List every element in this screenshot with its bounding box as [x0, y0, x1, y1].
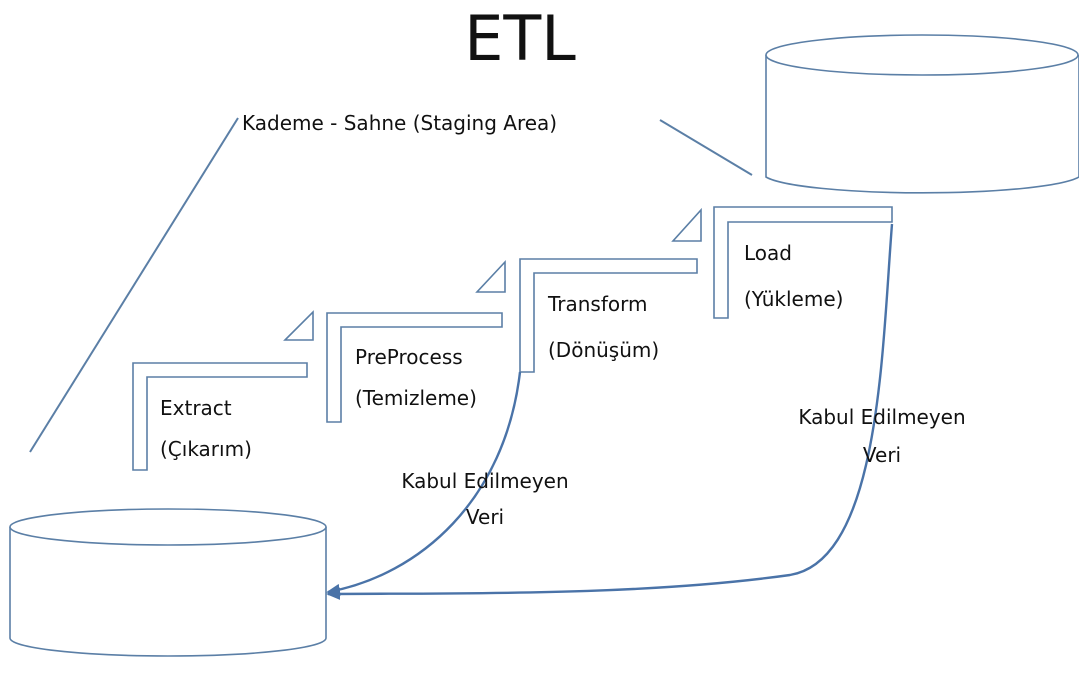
- source-database-icon: [9, 508, 327, 657]
- step-load-name: Load: [744, 241, 792, 265]
- step-transform: Transform (Dönüşüm): [519, 258, 698, 373]
- target-database-icon: [765, 34, 1079, 194]
- step-preprocess: PreProcess (Temizleme): [326, 312, 503, 423]
- rejected-flow-arrow-right: [326, 223, 894, 600]
- step-extract: Extract (Çıkarım): [132, 362, 308, 471]
- step-load: Load (Yükleme): [713, 206, 893, 319]
- step-extract-subtitle: (Çıkarım): [160, 437, 252, 461]
- step-transform-subtitle: (Dönüşüm): [548, 338, 659, 362]
- rejected-left-line2: Veri: [466, 505, 504, 529]
- rejected-flow-arrow-left: [326, 371, 522, 596]
- rejected-right-line1: Kabul Edilmeyen: [798, 405, 965, 429]
- step-extract-name: Extract: [160, 396, 232, 420]
- step-triangle-2-icon: [475, 259, 506, 293]
- step-preprocess-name: PreProcess: [355, 345, 463, 369]
- staging-left-line: [29, 117, 239, 453]
- page-title: ETL: [464, 2, 576, 75]
- step-load-subtitle: (Yükleme): [744, 287, 843, 311]
- rejected-left-line1: Kabul Edilmeyen: [401, 469, 568, 493]
- step-preprocess-subtitle: (Temizleme): [355, 386, 477, 410]
- step-triangle-3-icon: [671, 207, 702, 242]
- staging-area-label: Kademe - Sahne (Staging Area): [242, 111, 557, 135]
- rejected-right-line2: Veri: [863, 443, 901, 467]
- staging-right-line: [659, 119, 753, 176]
- step-transform-name: Transform: [547, 292, 647, 316]
- step-triangle-1-icon: [283, 310, 314, 341]
